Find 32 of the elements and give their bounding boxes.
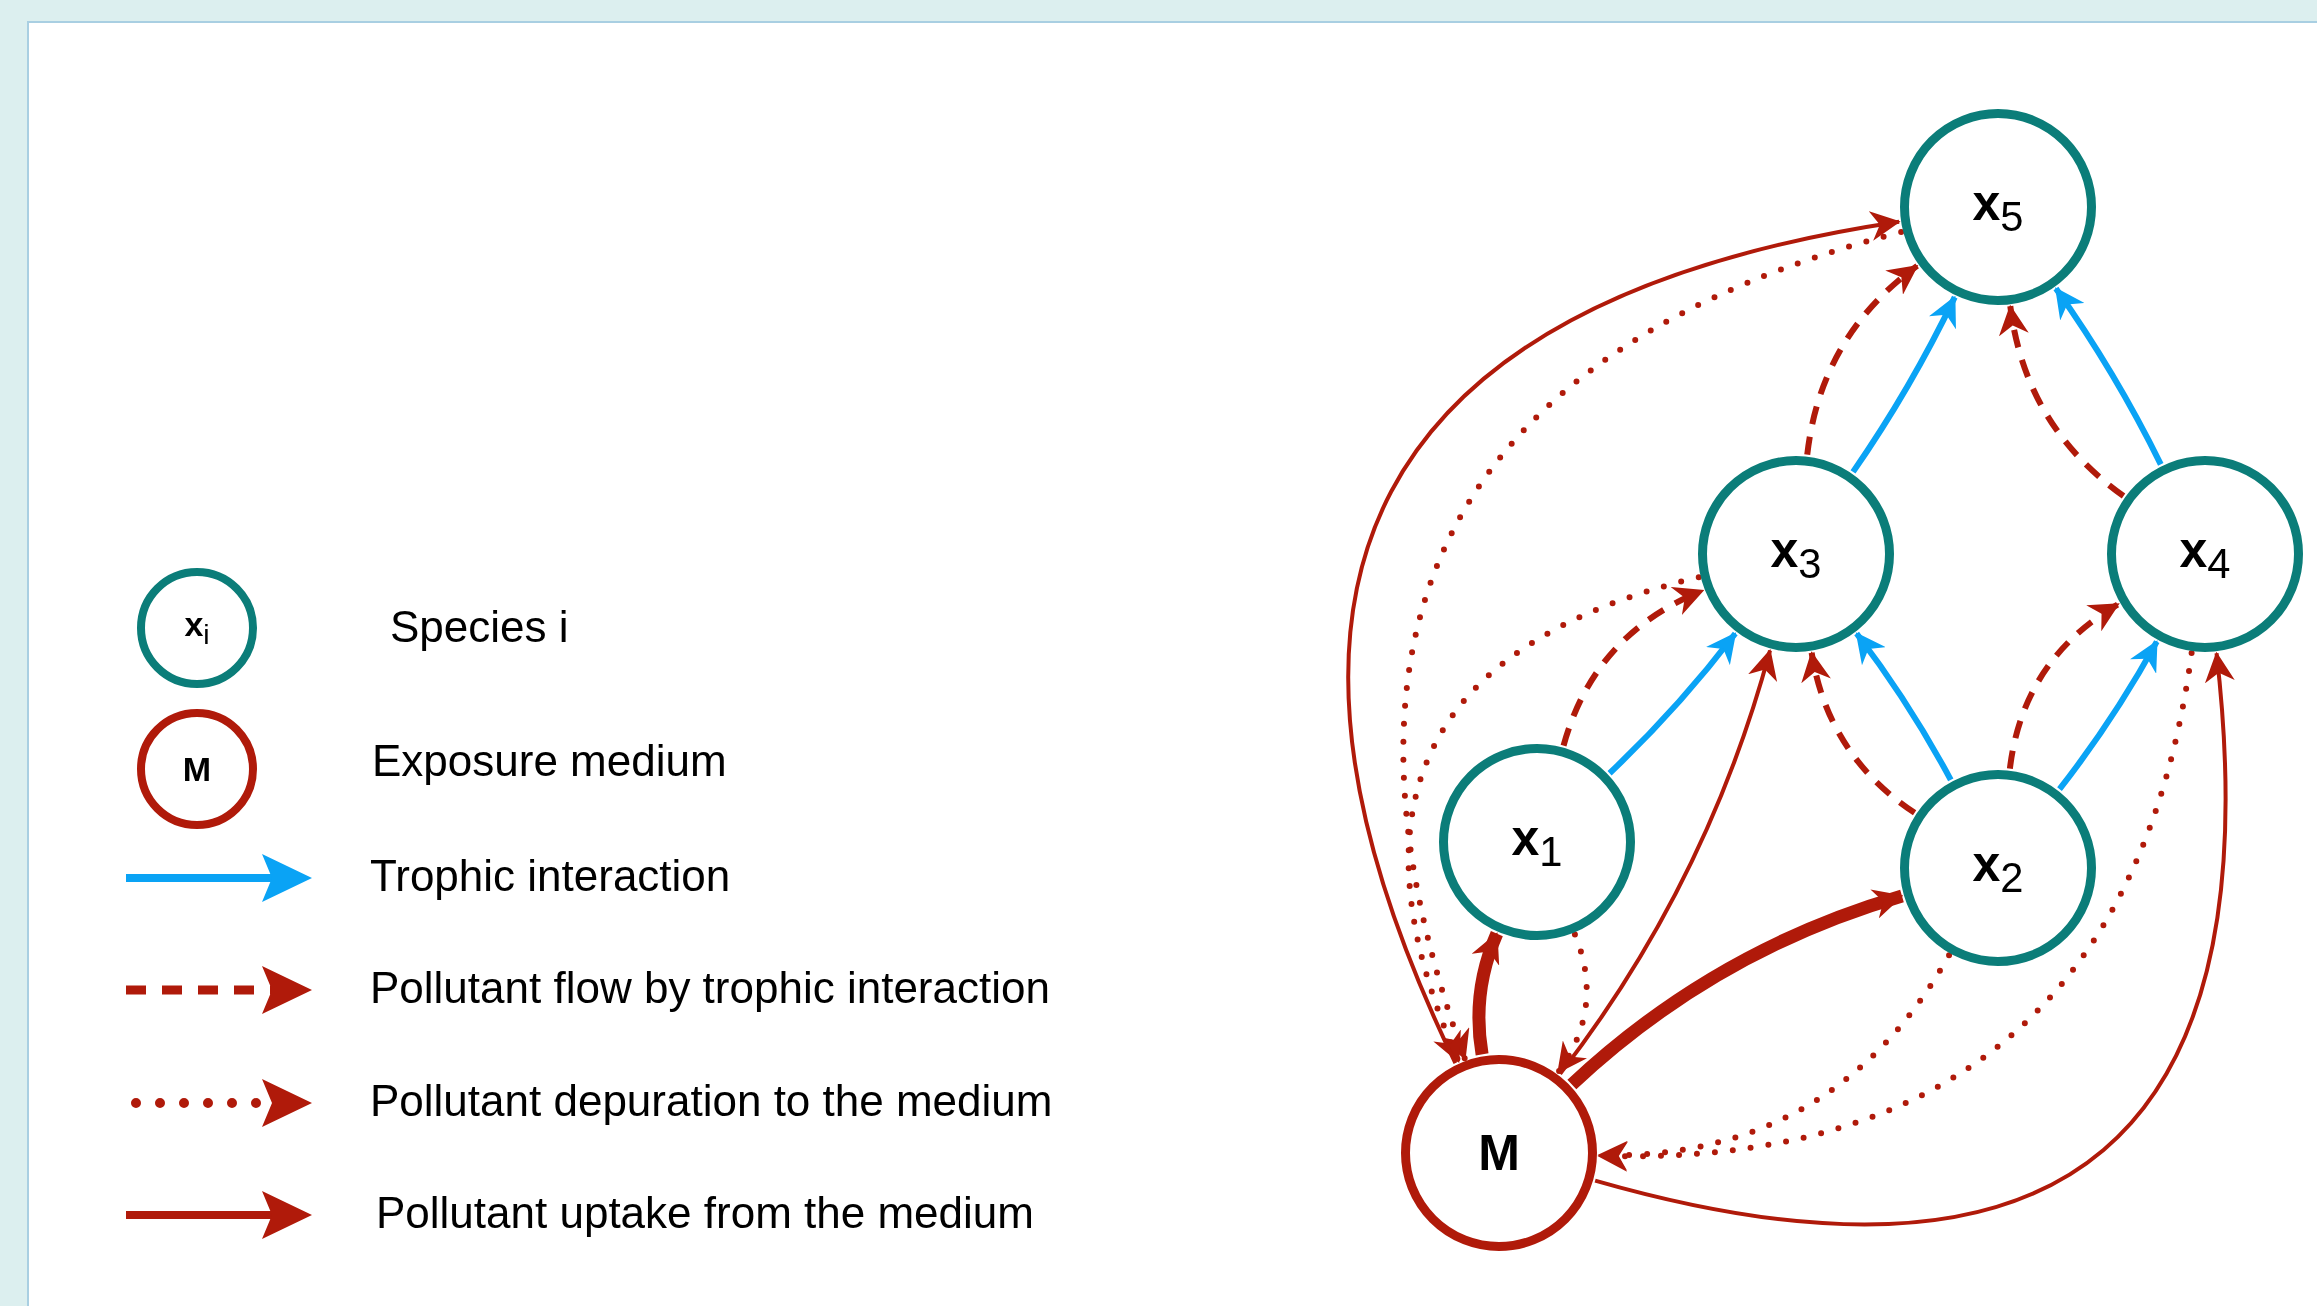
node-label: x$_{4}$ <box>2179 520 2231 588</box>
arrow <box>1472 931 1503 1056</box>
node-label: x$_{1}$ <box>1511 808 1563 876</box>
node-label: x$_{2}$ <box>1972 834 2024 902</box>
arrow <box>2053 286 2164 466</box>
arrow <box>1567 889 1904 1090</box>
arrow <box>1558 649 1777 1076</box>
arrow <box>1595 650 2195 1171</box>
arrow <box>1607 631 1738 776</box>
arrow <box>1802 651 1917 816</box>
arrow <box>1850 295 1958 474</box>
arrow <box>1594 651 2234 1226</box>
arrow <box>2057 640 2160 791</box>
node-label: x$_{5}$ <box>1972 173 2024 241</box>
node-label: Exposure medium <box>372 736 727 786</box>
legend-label: Pollutant flow by trophic interaction <box>370 963 1050 1013</box>
node-label: M <box>1478 1124 1520 1182</box>
node-label: x$_{3}$ <box>1770 520 1822 588</box>
node-label: Species i <box>390 602 569 652</box>
arrow <box>1999 304 2126 499</box>
arrow <box>1406 574 1702 1065</box>
legend-label: Pollutant depuration to the medium <box>370 1076 1053 1126</box>
arrow <box>2006 601 2121 770</box>
arrow <box>1854 631 1954 782</box>
arrow <box>1596 952 1953 1170</box>
arrow <box>1804 263 1919 456</box>
legend-label: Pollutant uptake from the medium <box>376 1188 1034 1238</box>
arrow <box>1555 931 1590 1076</box>
arrow <box>1560 587 1705 747</box>
node-label: M <box>182 749 212 789</box>
legend-label: Trophic interaction <box>370 851 731 901</box>
node-label: x$_{i}$ <box>184 605 210 651</box>
